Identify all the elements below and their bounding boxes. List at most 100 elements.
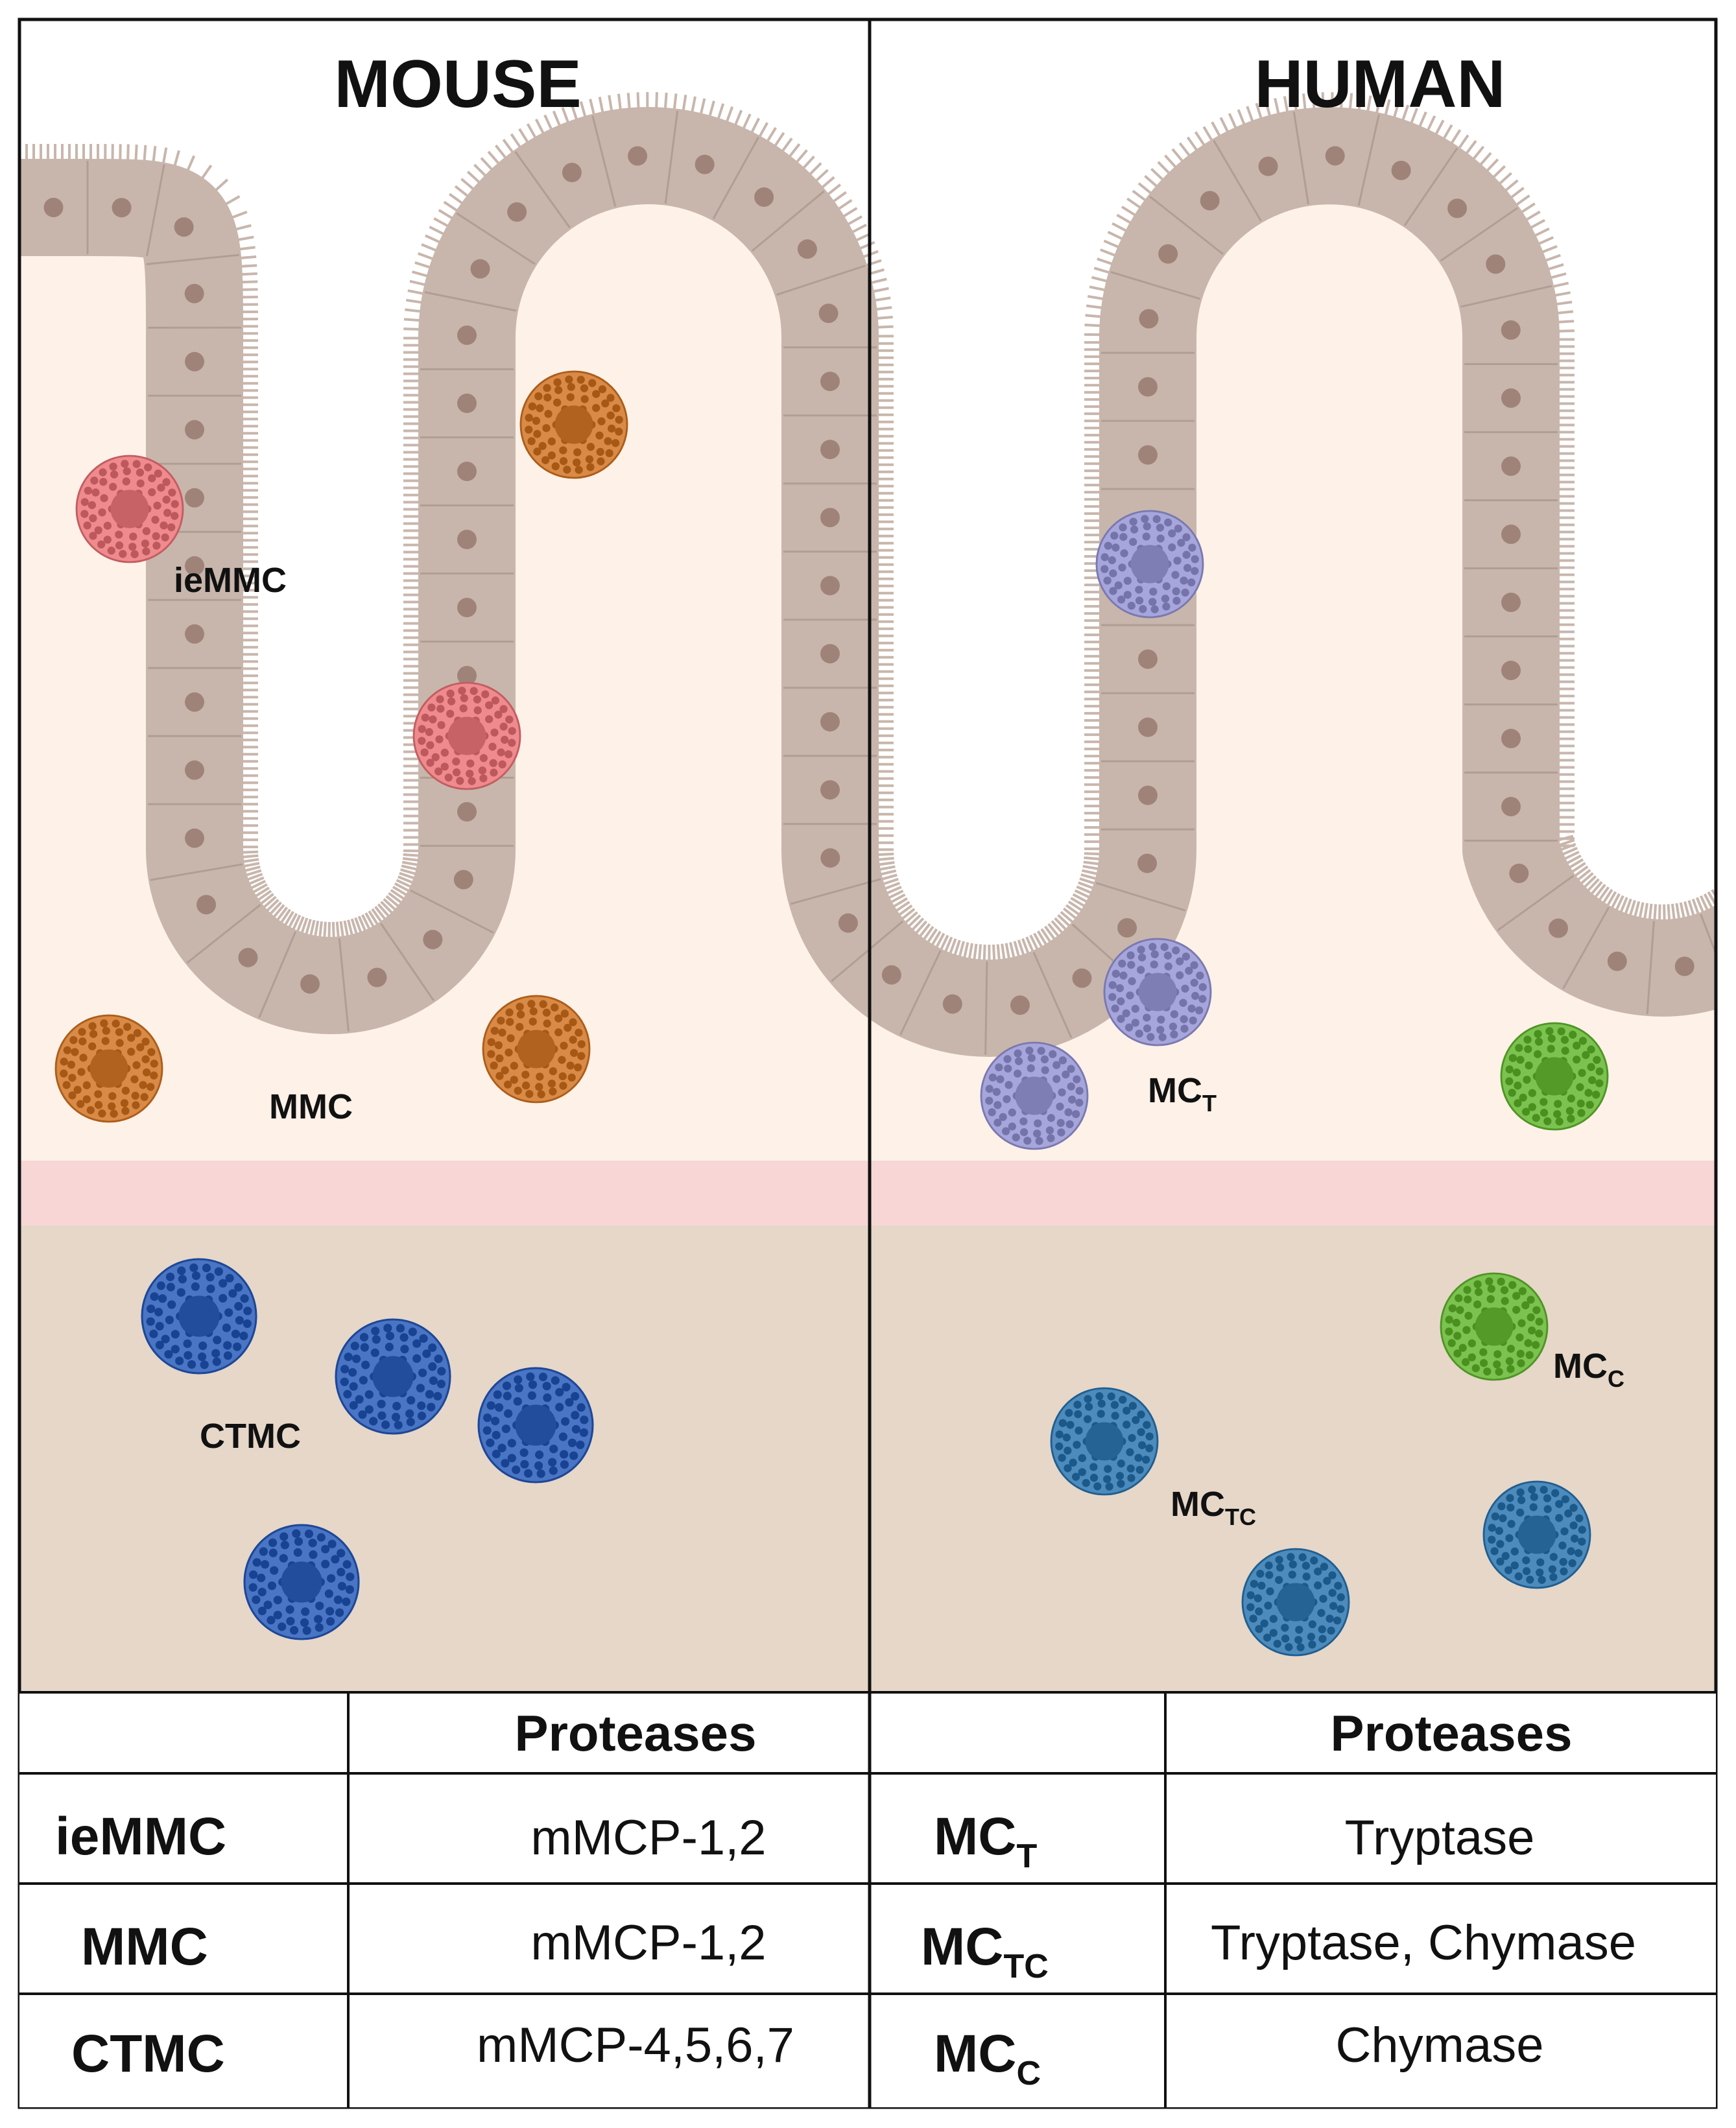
microvillus [333, 922, 334, 940]
label-mctc-sub: TC [1225, 1504, 1256, 1530]
epithelial-nucleus [1259, 157, 1278, 176]
epithelial-nucleus [1072, 969, 1091, 988]
human-row-mcc-label-main: MC [934, 2024, 1017, 2083]
microvillus [984, 945, 985, 963]
epithelial-nucleus [185, 488, 204, 508]
mast-cell-ctmc [479, 1368, 593, 1482]
microvillus [240, 852, 258, 853]
mouse-row-mmc-proteases: mMCP-1,2 [530, 1915, 766, 1970]
mast-cell-mctc [1484, 1482, 1590, 1588]
epithelial-nucleus [838, 914, 858, 933]
label-ctmc: CTMC [200, 1417, 301, 1456]
epithelial-nucleus [112, 198, 131, 217]
epithelial-nucleus [1158, 244, 1178, 264]
epithelial-nucleus [1138, 786, 1158, 805]
epithelial-nucleus [754, 187, 774, 207]
label-mmc: MMC [269, 1087, 353, 1126]
mast-cell-mct [1104, 939, 1211, 1045]
epithelial-nucleus [1486, 254, 1505, 274]
mast-cell-iemmc [77, 456, 183, 562]
epithelial-nucleus [820, 848, 840, 868]
microvillus [239, 281, 257, 282]
microvillus [1084, 853, 1102, 854]
epithelial-nucleus [1501, 797, 1521, 816]
epithelial-nucleus [1675, 956, 1694, 976]
epithelial-nucleus [185, 692, 204, 712]
mast-cell-mmc [483, 996, 589, 1102]
human-row-mct-label-sub: T [1017, 1838, 1038, 1875]
human-row-mct-label-main: MC [934, 1807, 1017, 1866]
microvillus [876, 858, 894, 860]
epithelial-nucleus [1326, 146, 1345, 165]
epithelial-nucleus [185, 284, 204, 303]
microvillus [238, 257, 256, 258]
human-row-mctc-label-sub: TC [1004, 1948, 1049, 1985]
human-row-mctc-proteases: Tryptase, Chymase [1211, 1915, 1636, 1970]
human-title: HUMAN [1254, 47, 1505, 122]
epithelial-nucleus [882, 965, 901, 985]
epithelial-nucleus [1139, 309, 1158, 329]
epithelial-nucleus [1501, 320, 1521, 340]
label-iemmc: ieMMC [174, 561, 287, 600]
microvillus [665, 93, 667, 111]
mouse-row-iemmc-proteases: mMCP-1,2 [530, 1810, 766, 1865]
epithelial-nucleus [457, 530, 477, 549]
epithelial-nucleus [562, 163, 582, 182]
microvillus [875, 317, 893, 318]
epithelial-nucleus [820, 712, 840, 731]
label-mcc-sub: C [1608, 1365, 1624, 1392]
human-proteases-header: Proteases [1331, 1705, 1573, 1762]
microvillus [241, 856, 259, 857]
microvillus [979, 944, 981, 962]
mast-cell-ctmc [244, 1525, 359, 1639]
microvillus [993, 945, 994, 963]
microvillus [1556, 321, 1574, 322]
microvillus [638, 92, 639, 110]
mouse-row-iemmc-label: ieMMC [55, 1807, 226, 1866]
epithelial-nucleus [1509, 864, 1528, 883]
human-row-mcc-proteases: Chymase [1336, 2018, 1544, 2073]
mouse-row-ctmc-proteases: mMCP-4,5,6,7 [477, 2018, 794, 2073]
epithelial-nucleus [1447, 198, 1467, 218]
mast-cell-iemmc [414, 683, 520, 789]
mast-cell-mmc [56, 1015, 162, 1122]
mouse-proteases-header: Proteases [515, 1705, 757, 1762]
epithelial-nucleus [44, 198, 64, 217]
epithelial-nucleus [1138, 718, 1158, 737]
microvillus [1669, 904, 1670, 923]
microvillus [1664, 904, 1665, 923]
epithelial-nucleus [457, 802, 477, 822]
epithelial-nucleus [185, 352, 204, 372]
epithelial-nucleus [1501, 593, 1521, 612]
epithelial-nucleus [1010, 995, 1030, 1015]
label-mcc-main: MC [1553, 1347, 1608, 1386]
epithelial-nucleus [1138, 377, 1158, 397]
microvillus [998, 944, 1000, 962]
mast-cell-mmc [521, 372, 627, 478]
epithelial-nucleus [1501, 525, 1521, 544]
human-row-mctc-label-main: MC [921, 1917, 1004, 1976]
epithelial-nucleus [820, 780, 840, 799]
epithelial-nucleus [1549, 919, 1568, 938]
epithelial-nucleus [820, 440, 840, 459]
epithelial-nucleus [819, 303, 838, 323]
epithelial-nucleus [1117, 918, 1137, 938]
label-mct-main: MC [1148, 1071, 1202, 1110]
epithelial-nucleus [943, 995, 962, 1014]
microvillus [403, 855, 422, 856]
microvillus [1659, 904, 1660, 923]
epithelial-nucleus [1392, 161, 1411, 180]
epithelial-nucleus [1138, 650, 1158, 669]
epithelial-nucleus [185, 829, 204, 848]
epithelial-nucleus [1501, 456, 1521, 476]
microvillus [240, 289, 258, 290]
mast-cell-mctc [1243, 1549, 1349, 1655]
epithelial-nucleus [457, 598, 477, 617]
epithelial-nucleus [185, 761, 204, 780]
epithelial-nucleus [1501, 661, 1521, 680]
epithelial-nucleus [196, 895, 216, 914]
epithelial-nucleus [1200, 191, 1220, 210]
epithelial-nucleus [238, 948, 257, 967]
epithelial-nucleus [457, 462, 477, 481]
